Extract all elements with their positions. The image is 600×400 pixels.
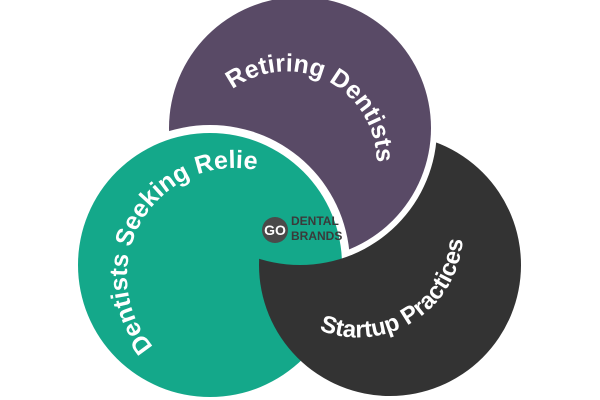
seeking-relief-circle xyxy=(78,133,342,397)
logo-line-1: DENTAL xyxy=(291,214,339,228)
logo-badge-text: GO xyxy=(264,222,286,238)
logo-badge-icon xyxy=(262,217,288,243)
logo-line-2: BRANDS xyxy=(291,229,342,243)
startup-practices-circle xyxy=(259,134,521,396)
go-dental-brands-logo: GO DENTAL BRANDS xyxy=(262,214,342,243)
